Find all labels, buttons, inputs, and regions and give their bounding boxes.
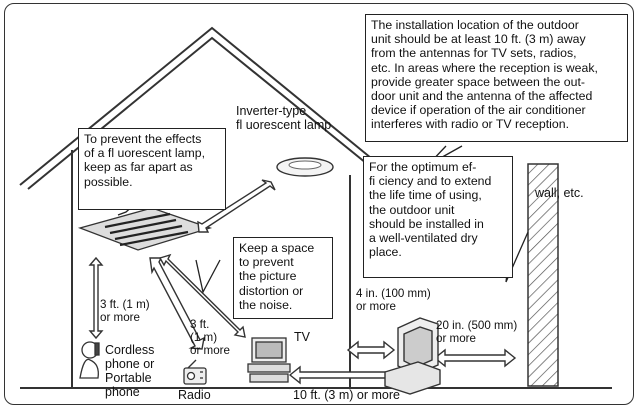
note-picture-distortion: Keep a space to prevent the picture dist… bbox=[233, 237, 333, 319]
outdoor-unit-icon bbox=[384, 317, 441, 395]
label-radio: Radio bbox=[178, 388, 211, 402]
diagram-frame bbox=[4, 3, 634, 405]
phone-user-icon bbox=[79, 341, 100, 379]
note-lamp-effects: To prevent the effects of a fl uorescent… bbox=[78, 128, 226, 210]
label-clearance-20in: 20 in. (500 mm) or more bbox=[436, 319, 518, 345]
label-clearance-3ft-mid: 3 ft. (1 m) or more bbox=[190, 318, 230, 357]
fluorescent-lamp-icon bbox=[276, 157, 334, 177]
label-clearance-4in: 4 in. (100 mm) or more bbox=[356, 287, 431, 313]
label-wall: wall, etc. bbox=[535, 186, 584, 200]
label-clearance-3ft-left: 3 ft. (1 m) or more bbox=[100, 298, 150, 324]
label-clearance-10ft: 10 ft. (3 m) or more bbox=[293, 388, 400, 402]
note-antenna-distance: The installation location of the outdoor… bbox=[365, 14, 628, 142]
radio-icon bbox=[183, 359, 207, 385]
label-cordless-phone: Cordless phone or Portable phone bbox=[105, 343, 155, 399]
indoor-unit-icon bbox=[77, 207, 213, 251]
hatched-wall bbox=[527, 163, 559, 387]
label-inverter-lamp: Inverter-type fl uorescent lamp bbox=[236, 104, 332, 132]
note-ventilation: For the optimum ef- fi ciency and to ext… bbox=[363, 156, 513, 278]
tv-icon bbox=[247, 337, 291, 383]
label-tv: TV bbox=[294, 330, 310, 344]
